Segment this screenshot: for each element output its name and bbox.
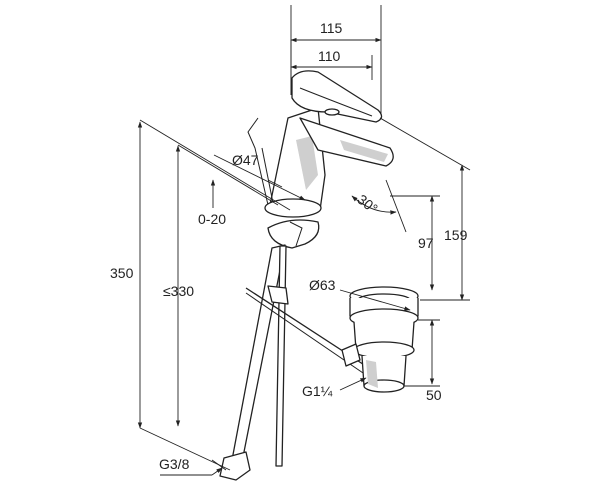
spout-angle-label: 30° xyxy=(354,191,381,217)
drain-diameter-label: Ø63 xyxy=(309,277,336,293)
spout-diameter-label: Ø47 xyxy=(232,152,259,168)
spout-height-label: 97 xyxy=(418,235,434,251)
spout-length-label: 110 xyxy=(318,48,341,64)
lift-range-label: 0-20 xyxy=(198,211,226,227)
supply-thread-label: G3/8 xyxy=(159,456,190,472)
drain-depth-label: 50 xyxy=(426,387,442,403)
overall-length-label: 115 xyxy=(320,20,343,36)
total-height-label: 159 xyxy=(444,227,468,243)
drain-assembly xyxy=(245,285,419,393)
faucet-body xyxy=(211,5,394,481)
max-rod-length-label: ≤330 xyxy=(163,283,194,299)
drain-thread-label: G1¼ xyxy=(302,383,333,399)
connection-length-label: 350 xyxy=(110,265,134,281)
